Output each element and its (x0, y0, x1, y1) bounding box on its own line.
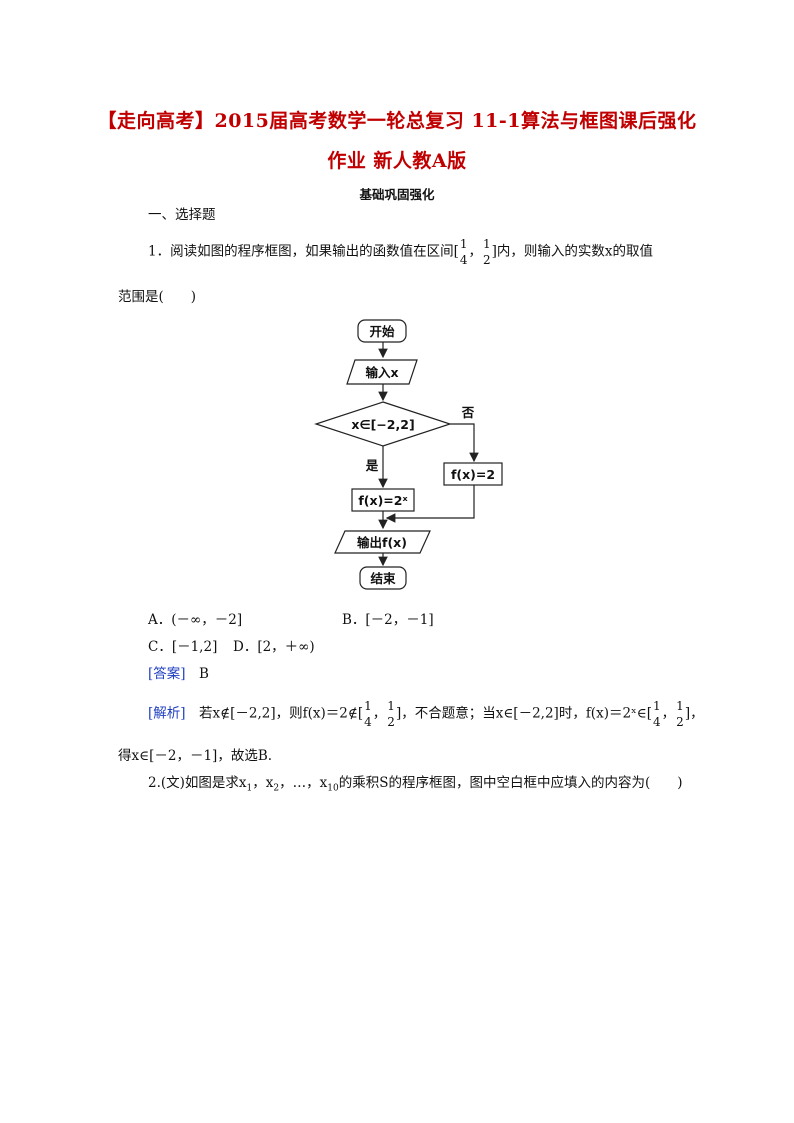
q1-flowchart: 开始 输入x x∈[−2,2] 否 是 f(x)=2 f(x)=2ˣ 输出f(x… (314, 319, 503, 590)
q1-stem-text-b: ]内，则输入的实数x的取值 (491, 243, 654, 260)
flow-start-label: 开始 (369, 324, 395, 339)
flow-end-box (359, 566, 407, 590)
flow-yes-box-label: f(x)=2ˣ (358, 493, 408, 508)
q1-option-d: D．[2，＋∞) (233, 639, 315, 655)
flow-no-box-label: f(x)=2 (451, 467, 495, 482)
flow-start-box (357, 319, 407, 343)
q1-stem-line2: 范围是( ) (118, 289, 197, 305)
q1-option-b: B．[－2，－1] (342, 612, 434, 628)
section-label: 一、选择题 (148, 207, 216, 223)
flow-condition-label: x∈[−2,2] (351, 417, 414, 432)
flow-end-label: 结束 (370, 571, 396, 586)
document-title-line2: 作业 新人教A版 (327, 150, 467, 172)
analysis-tag: [解析] (148, 705, 186, 722)
flow-output-label: 输出f(x) (357, 535, 407, 550)
q1-option-c: C．[－1,2] (148, 639, 218, 655)
flow-input-label: 输入x (365, 365, 398, 380)
section-subheading: 基础巩固强化 (359, 187, 435, 202)
q1-analysis-line2: 得x∈[－2，－1]，故选B. (118, 748, 273, 764)
flow-yes-label: 是 (365, 458, 379, 473)
flow-input-box (346, 359, 418, 385)
flow-no-label: 否 (461, 405, 475, 420)
flow-output-box (334, 530, 431, 554)
answer-value: B (199, 666, 209, 682)
answer-tag: [答案] (148, 666, 186, 682)
q1-answer: [答案] B (148, 662, 209, 682)
q2-stem: 2.(文)如图是求x1，x2，…，x10的乘积S的程序框图，图中空白框中应填入的… (148, 775, 683, 794)
document-title-line1: 【走向高考】2015届高考数学一轮总复习 11-1算法与框图课后强化 (97, 110, 697, 132)
q1-option-a: A．(－∞，－2] (148, 612, 243, 628)
q1-stem-text-a: 1．阅读如图的程序框图，如果输出的函数值在区间[ (148, 243, 459, 260)
flow-no-box (443, 462, 503, 486)
